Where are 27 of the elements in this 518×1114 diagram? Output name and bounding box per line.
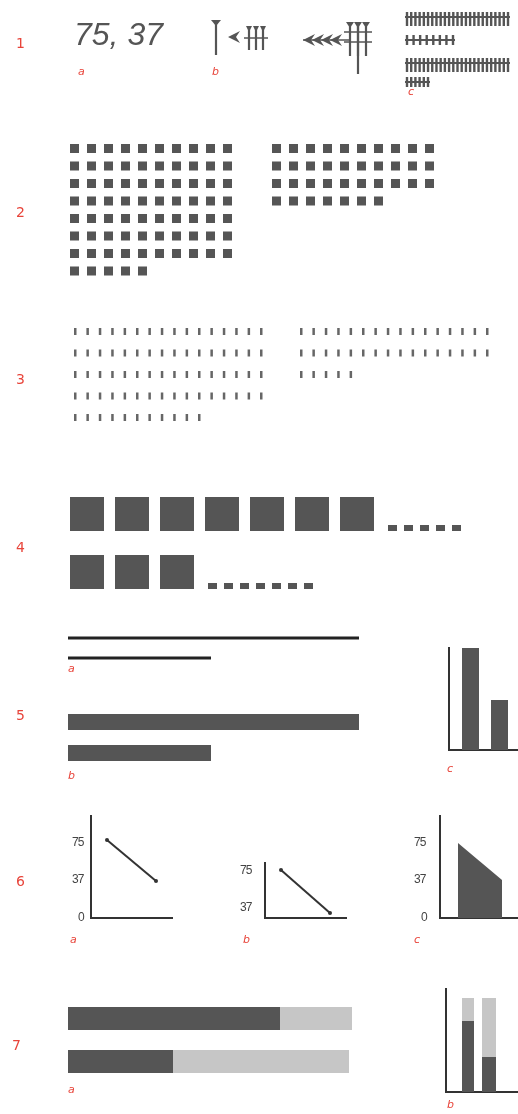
row-number: 4: [16, 540, 25, 554]
panel-letter: c: [408, 86, 415, 97]
panel-letter: a: [78, 66, 85, 77]
panel-letter: a: [70, 934, 77, 945]
axis-tick-label: 75: [72, 836, 84, 848]
panel-letter: a: [68, 663, 75, 674]
number-text: 75, 37: [74, 18, 163, 50]
panel-letter: b: [68, 770, 75, 781]
panel-letter: b: [447, 1099, 454, 1110]
axis-tick-label: 75: [414, 836, 426, 848]
axis-tick-label: 0: [78, 911, 84, 923]
row-number: 7: [12, 1038, 21, 1052]
axis-tick-label: 75: [240, 864, 252, 876]
panel-letter: b: [212, 66, 219, 77]
row-number: 6: [16, 874, 25, 888]
axis-tick-label: 37: [240, 901, 252, 913]
panel-letter: a: [68, 1084, 75, 1095]
panel-letter: c: [414, 934, 421, 945]
row-number: 3: [16, 372, 25, 386]
panel-letter: b: [243, 934, 250, 945]
axis-tick-label: 0: [421, 911, 427, 923]
row-number: 1: [16, 36, 25, 50]
row-number: 5: [16, 708, 25, 722]
row-number: 2: [16, 205, 25, 219]
panel-letter: c: [447, 763, 454, 774]
axis-tick-label: 37: [414, 873, 426, 885]
axis-tick-label: 37: [72, 873, 84, 885]
